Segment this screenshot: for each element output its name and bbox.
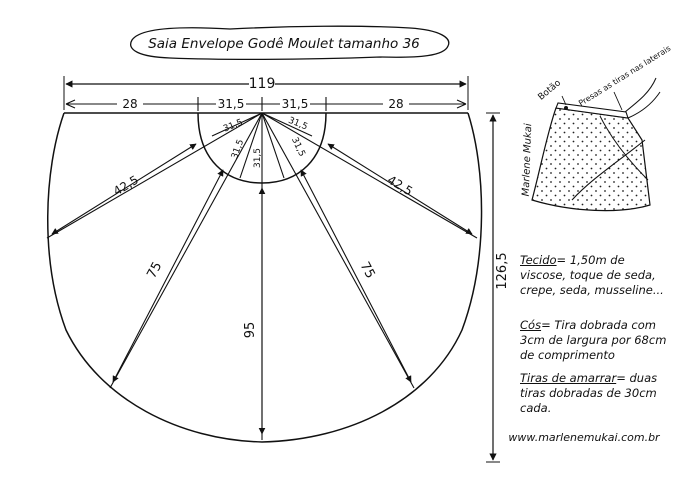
signature: Marlene Mukai xyxy=(521,123,535,197)
ties-text: = duas tiras dobradas de 30cm cada. xyxy=(520,371,658,415)
title-bubble: Saia Envelope Godê Moulet tamanho 36 xyxy=(130,25,450,61)
skirt-illustration: Botão Presas as tiras nas laterais xyxy=(531,44,672,212)
radius-arrows xyxy=(51,143,473,435)
signature-text: Marlene Mukai xyxy=(521,123,535,197)
label-waist-radius-a: 31,5 xyxy=(230,138,246,160)
label-ties: Presas as tiras nas laterais xyxy=(577,44,672,108)
website-url: www.marlenemukai.com.br xyxy=(508,431,661,444)
ties-key: Tiras de amarrar xyxy=(520,371,617,385)
label-center: 95 xyxy=(243,322,258,339)
notes-waistband: Cós= Tira dobrada com 3cm de largura por… xyxy=(520,318,670,363)
label-waist-right: 31,5 xyxy=(282,97,309,111)
label-side-left: 28 xyxy=(122,97,137,111)
label-waist-arc-a: 31,5 xyxy=(222,118,244,135)
notes-fabric: Tecido= 1,50m de viscose, toque de seda,… xyxy=(520,253,670,298)
label-height: 126,5 xyxy=(495,252,510,289)
waist-text: = Tira dobrada com 3cm de largura por 68… xyxy=(520,318,667,362)
label-diag-right: 75 xyxy=(357,260,378,282)
label-radius-left: 42,5 xyxy=(111,173,141,199)
label-waist-radius-b: 31,5 xyxy=(253,148,263,168)
fabric-key: Tecido xyxy=(520,253,557,267)
radius-labels: 42,5 42,5 75 75 95 xyxy=(111,173,415,339)
label-side-right: 28 xyxy=(388,97,403,111)
skirt-outline xyxy=(47,112,483,443)
fabric-text: = 1,50m de viscose, toque de seda, crepe… xyxy=(520,253,664,297)
dimension-height: 126,5 xyxy=(486,112,513,463)
label-radius-right: 42,5 xyxy=(385,173,415,199)
pattern-title: Saia Envelope Godê Moulet tamanho 36 xyxy=(148,36,420,52)
label-button: Botão xyxy=(536,78,563,103)
dimension-total-width: 119 xyxy=(63,74,469,110)
dimension-segments: 28 31,5 31,5 28 xyxy=(65,96,467,111)
label-total-width: 119 xyxy=(249,76,276,92)
label-waist-left: 31,5 xyxy=(218,97,245,111)
label-waist-radius-c: 31,5 xyxy=(289,136,307,158)
notes-ties: Tiras de amarrar= duas tiras dobradas de… xyxy=(520,371,670,416)
label-diag-left: 75 xyxy=(144,260,165,282)
waist-key: Cós xyxy=(520,318,542,332)
